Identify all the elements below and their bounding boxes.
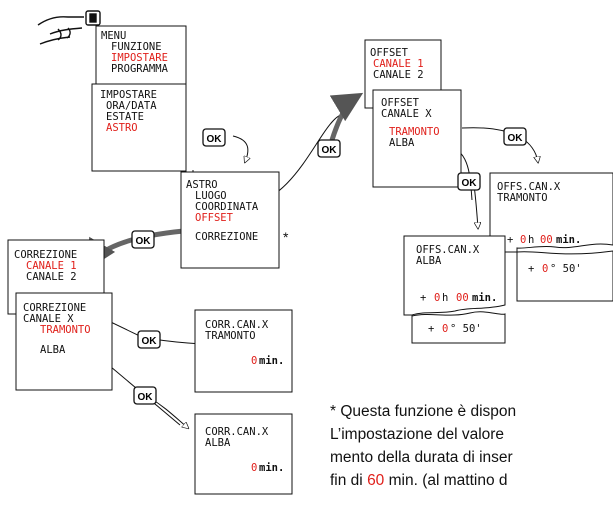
offset-canale-screen: OFFSET CANALE X TRAMONTO ALBA [372, 89, 462, 188]
plus-sign: + [420, 292, 426, 304]
impostare-item-estate: ESTATE [106, 111, 144, 123]
offs-tramonto-title: OFFS.CAN.X [497, 181, 561, 193]
asterisk-mark: * [283, 229, 289, 245]
offs-tramonto-degrees: 0 [542, 263, 548, 275]
ok-button[interactable]: OK [133, 386, 157, 405]
offs-alba-h: h [442, 292, 448, 304]
astro-title: ASTRO [186, 179, 218, 191]
offs-alba-hours: 0 [434, 292, 440, 304]
footnote-line-2: L’impostazione del valore [330, 426, 505, 443]
correzione-canale-item-alba: ALBA [40, 344, 66, 356]
ok-button[interactable]: OK [137, 330, 161, 349]
svg-text:OK: OK [136, 236, 152, 247]
menu-item-funzione: FUNZIONE [111, 41, 162, 53]
offset-canale-item-alba: ALBA [389, 137, 415, 149]
menu-screen: MENU FUNZIONE IMPOSTARE PROGRAMMA [95, 25, 187, 89]
ok-button[interactable]: OK [131, 230, 155, 249]
svg-text:OK: OK [508, 133, 524, 144]
offs-alba-title: OFFS.CAN.X [416, 244, 480, 256]
offs-alba-subtitle: ALBA [416, 255, 442, 267]
menu-item-programma: PROGRAMMA [111, 63, 169, 75]
offs-alba-unit: min. [472, 292, 497, 304]
impostare-item-oradata: ORA/DATA [106, 100, 157, 112]
menu-item-impostare: IMPOSTARE [111, 52, 168, 64]
footnote-text: fin di [330, 472, 368, 489]
impostare-title: IMPOSTARE [100, 89, 157, 101]
offs-tramonto-hours: 0 [520, 234, 526, 246]
corr-alba-screen: CORR.CAN.X ALBA 0 min. [194, 413, 293, 495]
astro-item-offset: OFFSET [195, 212, 234, 224]
offset-canale-subtitle: CANALE X [381, 108, 432, 120]
corr-tramonto-screen: CORR.CAN.X TRAMONTO 0 min. [194, 309, 293, 393]
hand-press-icon [37, 10, 101, 45]
offs-tramonto-unit: min. [556, 234, 581, 246]
offset-title: OFFSET [370, 47, 409, 59]
footnote-highlight: 60 [367, 472, 385, 489]
svg-text:OK: OK [322, 145, 338, 156]
ok-button[interactable]: OK [503, 127, 527, 146]
offs-tramonto-h: h [528, 234, 534, 246]
offset-item-canale2: CANALE 2 [373, 69, 424, 81]
offset-canale-title: OFFSET [381, 97, 420, 109]
corr-alba-unit: min. [259, 462, 284, 474]
plus-sign: + [428, 323, 434, 335]
footnote-line-3: mento della durata di inser [330, 449, 513, 466]
offset-canale-item-tramonto: TRAMONTO [389, 126, 440, 138]
correzione-canale-title: CORREZIONE [23, 302, 86, 314]
ok-button[interactable]: OK [317, 139, 341, 158]
impostare-item-astro: ASTRO [106, 122, 138, 134]
correzione-canale-item-tramonto: TRAMONTO [40, 324, 91, 336]
offs-alba-angle: ° 50' [450, 323, 482, 335]
astro-screen: ASTRO LUOGO COORDINATA OFFSET CORREZIONE… [180, 171, 289, 269]
corr-alba-value: 0 [251, 462, 257, 474]
ok-button[interactable]: OK [457, 172, 481, 191]
ok-button[interactable]: OK [202, 128, 226, 147]
svg-text:OK: OK [462, 178, 478, 189]
offs-alba-minutes: 00 [456, 292, 469, 304]
correzione-title: CORREZIONE [14, 249, 77, 261]
offs-tramonto-screen: OFFS.CAN.X TRAMONTO + 0 h 00 min. + 0 ° … [489, 172, 613, 302]
astro-item-luogo: LUOGO [195, 190, 227, 202]
offs-tramonto-subtitle: TRAMONTO [497, 192, 548, 204]
footnote-line-1: * Questa funzione è dispon [330, 403, 517, 420]
footnote: * Questa funzione è dispon L’impostazion… [330, 400, 613, 492]
menu-title: MENU [101, 30, 126, 42]
svg-text:OK: OK [142, 336, 158, 347]
corr-tramonto-value: 0 [251, 355, 257, 367]
plus-sign: + [507, 234, 513, 246]
astro-item-coordinata: COORDINATA [195, 201, 259, 213]
correzione-canale-screen: CORREZIONE CANALE X TRAMONTO ALBA [15, 292, 113, 391]
footnote-line-4: fin di 60 min. (al mattino d [330, 469, 613, 492]
corr-alba-subtitle: ALBA [205, 437, 231, 449]
svg-text:OK: OK [138, 392, 154, 403]
offs-alba-screen: OFFS.CAN.X ALBA + 0 h 00 min. + 0 ° 50' [403, 235, 506, 344]
footnote-text: min. (al mattino d [384, 472, 508, 489]
astro-item-correzione: CORREZIONE [195, 231, 258, 243]
offs-tramonto-angle: ° 50' [550, 263, 582, 275]
offs-alba-degrees: 0 [442, 323, 448, 335]
svg-text:OK: OK [207, 134, 223, 145]
correzione-item-canale1: CANALE 1 [26, 260, 77, 272]
offset-item-canale1: CANALE 1 [373, 58, 424, 70]
impostare-screen: IMPOSTARE ORA/DATA ESTATE ASTRO [91, 83, 187, 172]
corr-tramonto-title: CORR.CAN.X [205, 319, 269, 331]
offs-tramonto-minutes: 00 [540, 234, 553, 246]
corr-alba-title: CORR.CAN.X [205, 426, 269, 438]
corr-tramonto-unit: min. [259, 355, 284, 367]
correzione-canale-subtitle: CANALE X [23, 313, 74, 325]
plus-sign: + [528, 263, 534, 275]
correzione-item-canale2: CANALE 2 [26, 271, 77, 283]
corr-tramonto-subtitle: TRAMONTO [205, 330, 256, 342]
